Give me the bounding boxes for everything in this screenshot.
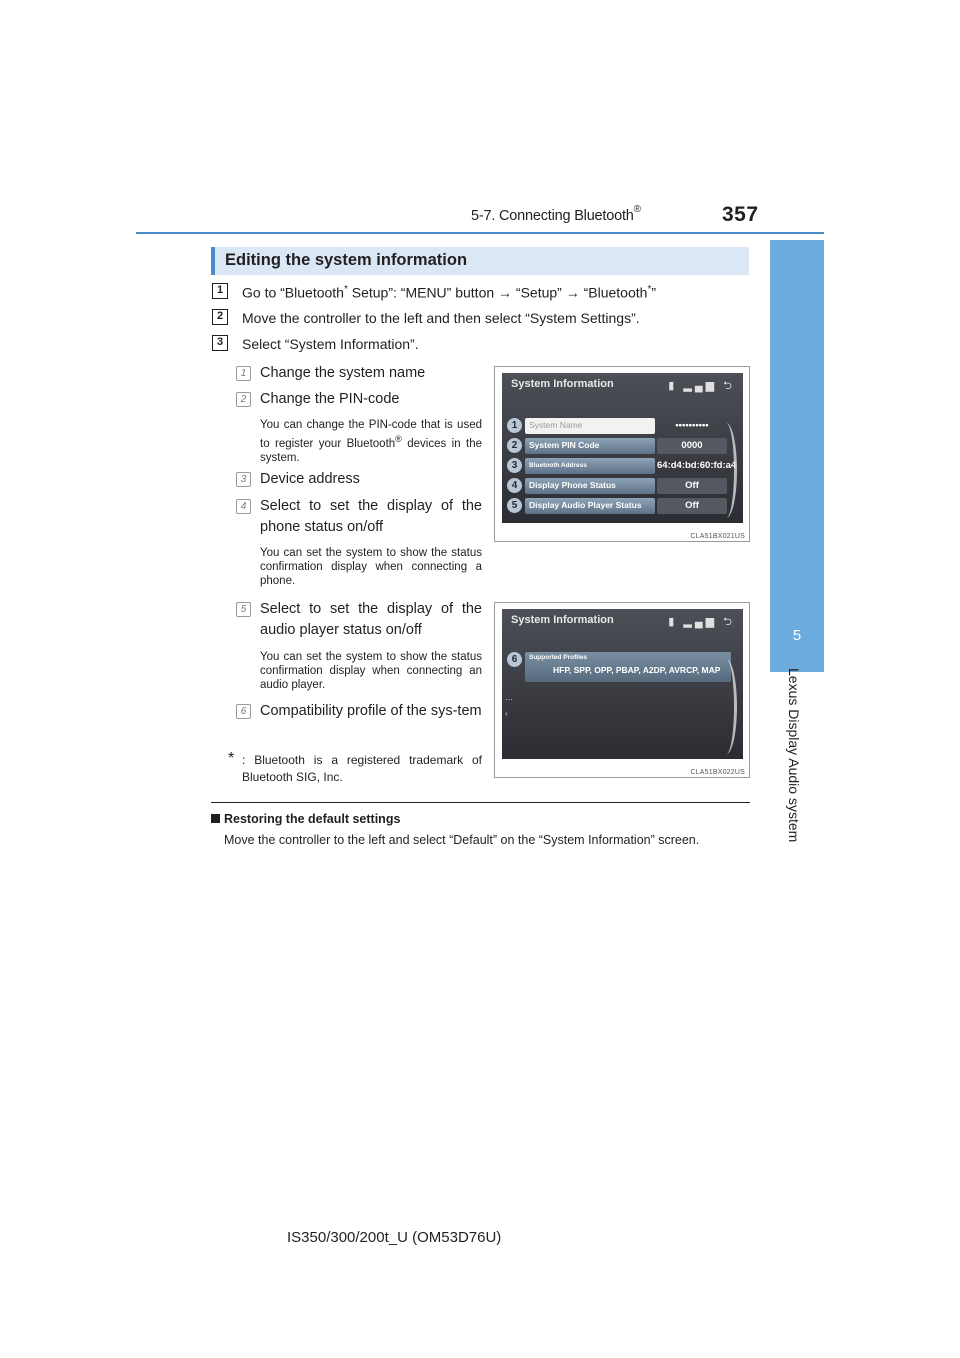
callout-number: 5 [236,602,251,617]
step-number: 2 [212,309,228,325]
menu-icon[interactable]: ⋯ [505,695,513,704]
row-bar [525,458,655,474]
scroll-arc [719,659,737,754]
row-number: 3 [507,458,522,473]
callout-description: You can set the system to show the statu… [260,547,482,587]
screenshot-system-information: System Information ▮ ▂▄▆ ⮌ 1 System Name… [494,366,750,542]
scroll-arc [719,423,737,518]
profile-list: HFP, SPP, OPP, PBAP, A2DP, AVRCP, MAP [553,665,721,675]
row-value: Off [657,498,727,514]
row-number: 2 [507,438,522,453]
chapter-tab [770,240,824,672]
chapter-caption: Lexus Display Audio system [786,668,802,843]
step-number: 1 [212,283,228,299]
footnote-text: : Bluetooth is a registered trademark of… [242,753,482,784]
system-pin-code-row[interactable]: 2 System PIN Code 0000 [507,438,739,455]
callout-title: Change the system name [260,365,426,381]
row-label: System PIN Code [529,440,600,450]
row-value: 64:d4:bd:60:fd:a4 [657,460,737,471]
row-number: 1 [507,418,522,433]
page-number: 357 [722,203,759,226]
row-bar [525,478,655,494]
section-heading: Editing the system information [211,247,749,275]
display-phone-status-row[interactable]: 4 Display Phone Status Off [507,478,739,495]
profile-title: Supported Profiles [529,654,588,661]
row-value: 0000 [657,438,727,454]
step-text: Go to “Bluetooth* Setup”: “MENU” button … [242,284,657,301]
callout-number: 4 [236,499,251,514]
row-number: 5 [507,498,522,513]
step-text: Move the controller to the left and then… [242,310,640,326]
bullet-square-icon [211,814,220,823]
callout-title: Select to set the display of the audio p… [260,601,482,638]
row-label: System Name [529,420,583,430]
page-header: 5-7. Connecting Bluetooth® 357 [0,0,960,240]
row-number: 4 [507,478,522,493]
callout-number: 2 [236,392,251,407]
screenshot-supported-profiles: System Information ▮ ▂▄▆ ⮌ 6 Supported P… [494,602,750,778]
running-header: 5-7. Connecting Bluetooth® [471,204,641,224]
callout-title: Select to set the display of the phone s… [260,498,482,535]
callout-title: Device address [260,471,360,487]
model-footer: IS350/300/200t_U (OM53D76U) [287,1229,502,1246]
footnote-star: * [228,750,235,767]
callout-number: 6 [236,704,251,719]
display-screen: System Information ▮ ▂▄▆ ⮌ 6 Supported P… [502,609,743,759]
system-name-row[interactable]: 1 System Name •••••••••• [507,418,739,435]
row-bar [525,438,655,454]
image-code: CLA51BX022US [690,769,745,776]
row-label: Display Audio Player Status [529,500,642,510]
callout-title: Change the PIN-code [260,391,400,407]
chapter-number: 5 [792,627,802,644]
row-number: 6 [507,652,522,667]
row-bar [525,418,655,434]
section-title: Editing the system information [225,251,468,269]
header-rule [136,232,824,234]
supported-profiles-row: 6 Supported Profiles HFP, SPP, OPP, PBAP… [507,652,731,682]
callout-number: 1 [236,366,251,381]
display-audio-player-status-row[interactable]: 5 Display Audio Player Status Off [507,498,739,515]
note-heading: Restoring the default settings [211,812,400,826]
row-value: Off [657,478,727,494]
display-screen: System Information ▮ ▂▄▆ ⮌ 1 System Name… [502,373,743,523]
bluetooth-address-row: 3 Bluetooth Address 64:d4:bd:60:fd:a4 [507,458,739,475]
note-body: Move the controller to the left and sele… [224,833,700,847]
callout-description: You can set the system to show the statu… [260,651,482,691]
step-number: 3 [212,335,228,351]
profile-band [525,652,731,682]
screen-title: System Information [511,378,614,390]
row-label: Display Phone Status [529,480,616,490]
image-code: CLA51BX021US [690,533,745,540]
row-label: Bluetooth Address [529,462,587,469]
row-value: •••••••••• [675,420,709,431]
callout-description: You can change the PIN-code that is used… [260,419,482,464]
note-divider [211,802,750,803]
status-icons: ▮ ▂▄▆ ⮌ [668,380,735,392]
step-text: Select “System Information”. [242,336,419,352]
back-chevron-icon[interactable]: ‹ [505,709,508,718]
callout-number: 3 [236,472,251,487]
screen-title: System Information [511,614,614,626]
row-bar [525,498,655,514]
status-icons: ▮ ▂▄▆ ⮌ [668,616,735,628]
callout-title: Compatibility profile of the sys-tem [260,703,482,719]
